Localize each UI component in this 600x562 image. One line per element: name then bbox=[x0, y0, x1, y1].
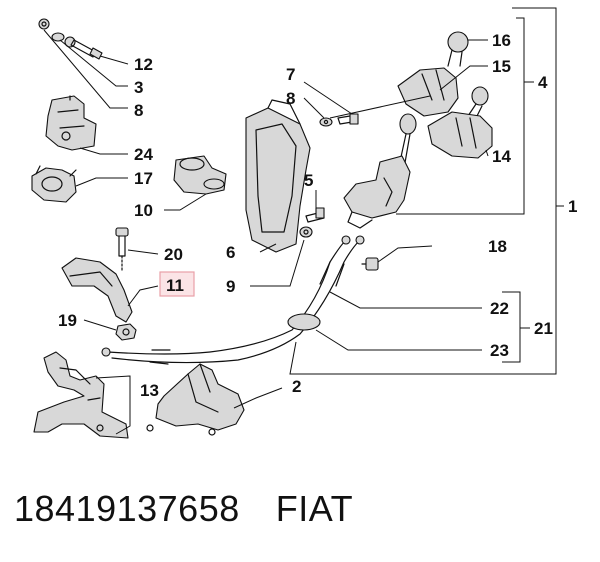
callout-21: 21 bbox=[534, 319, 553, 338]
callout-20: 20 bbox=[164, 245, 183, 264]
bushing-10-part bbox=[173, 155, 227, 195]
callout-17: 18 bbox=[488, 237, 507, 256]
boot-14-part bbox=[427, 86, 493, 159]
gear-cables-part bbox=[101, 235, 365, 365]
bolt-13-part bbox=[51, 32, 103, 60]
callout-23: 23 bbox=[490, 341, 509, 360]
callout-8-right: 8 bbox=[286, 89, 295, 108]
clip-18-part bbox=[31, 165, 77, 203]
callout-22: 22 bbox=[490, 299, 509, 318]
callout-19: 19 bbox=[58, 311, 77, 330]
callout-24: 24 bbox=[134, 145, 153, 164]
callout-1: 1 bbox=[568, 197, 577, 216]
part-caption: 18419137658 FIAT bbox=[14, 488, 353, 530]
callout-9: 9 bbox=[226, 277, 235, 296]
housing-6-part bbox=[245, 99, 311, 253]
bolt-7-part bbox=[319, 113, 359, 127]
callout-12: 13 bbox=[140, 381, 159, 400]
boot-15-part bbox=[397, 67, 459, 117]
callout-6: 6 bbox=[226, 243, 235, 262]
callout-7: 7 bbox=[286, 65, 295, 84]
brand-name: FIAT bbox=[275, 488, 354, 529]
support-4-part bbox=[146, 363, 245, 436]
callout-2: 4 bbox=[538, 73, 548, 92]
bolt-20-part bbox=[115, 227, 129, 271]
callout-3: 3 bbox=[134, 78, 143, 97]
callout-8-left: 8 bbox=[134, 101, 143, 120]
bracket-24-part bbox=[45, 95, 97, 151]
callout-10: 10 bbox=[134, 201, 153, 220]
clip-17-part bbox=[361, 257, 379, 271]
callout-numbers: 12 3 8 24 17 10 20 11 19 13 2 6 9 5 7 8 … bbox=[58, 31, 577, 400]
leader-lines bbox=[43, 7, 564, 435]
callout-16: 16 bbox=[492, 31, 511, 50]
washer-9-part bbox=[299, 226, 313, 238]
callout-11: 11 bbox=[166, 276, 184, 295]
callout-11-highlight bbox=[159, 271, 195, 297]
knob-16-part bbox=[447, 31, 469, 67]
callout-5: 5 bbox=[304, 171, 313, 190]
callout-4: 2 bbox=[292, 377, 301, 396]
callout-15: 15 bbox=[492, 57, 511, 76]
exploded-parts-diagram: 12 3 8 24 17 10 20 11 19 13 2 6 9 5 7 8 … bbox=[31, 7, 577, 439]
washer-part bbox=[38, 18, 50, 30]
lever-11-part bbox=[61, 257, 133, 323]
bracket-12-part bbox=[33, 351, 129, 439]
callout-14: 14 bbox=[492, 147, 511, 166]
callout-13: 12 bbox=[134, 55, 153, 74]
gear-shifter-part bbox=[343, 113, 417, 229]
part-number: 18419137658 bbox=[14, 488, 240, 529]
nut-19-part bbox=[115, 323, 137, 341]
callout-18: 17 bbox=[134, 169, 153, 188]
bolt-5-part bbox=[305, 207, 325, 223]
